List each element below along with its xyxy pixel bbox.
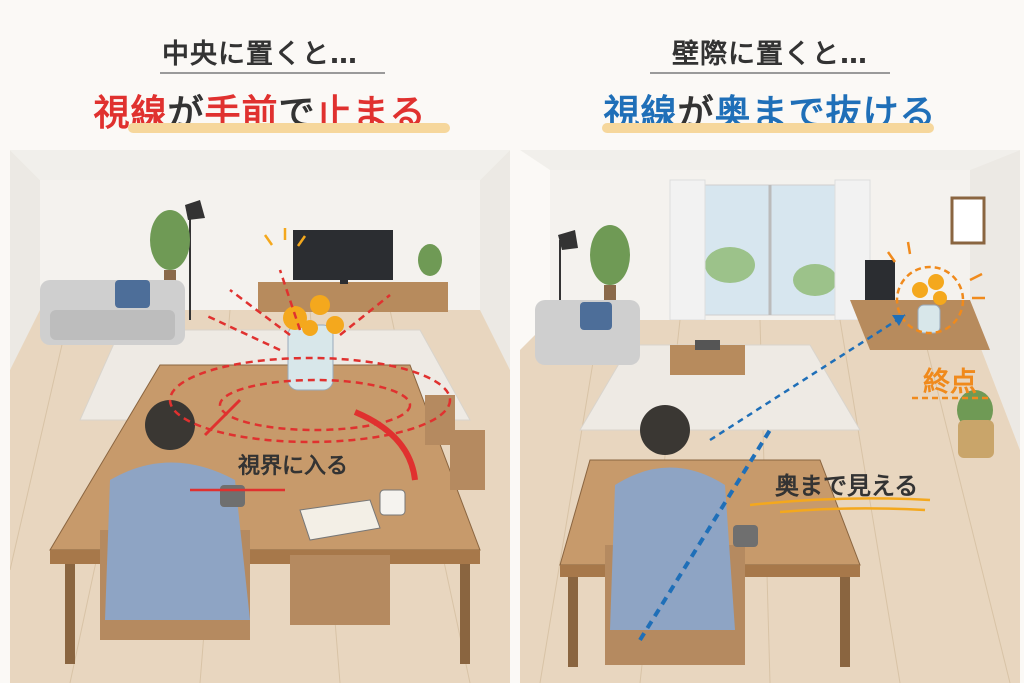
label-endpoint: 終点	[923, 367, 977, 398]
label-in-view: 視界に入る	[238, 454, 349, 479]
label-see-to-back: 奥まで見える	[775, 472, 919, 500]
right-subtitle: 壁際に置くと…	[672, 39, 868, 70]
left-subtitle-underline	[160, 72, 385, 74]
left-room-illustration	[10, 150, 510, 683]
left-subtitle: 中央に置くと…	[162, 39, 358, 70]
left-panel: 中央に置くと… 視線が手前で止まる	[10, 0, 510, 683]
left-headline-highlight	[128, 123, 450, 133]
right-panel: 壁際に置くと… 視線が奥まで抜ける	[520, 0, 1020, 683]
right-headline-highlight	[602, 123, 934, 133]
right-subtitle-underline	[650, 72, 890, 74]
right-room-illustration	[520, 150, 1020, 683]
sofa	[40, 280, 185, 345]
person	[105, 400, 250, 620]
